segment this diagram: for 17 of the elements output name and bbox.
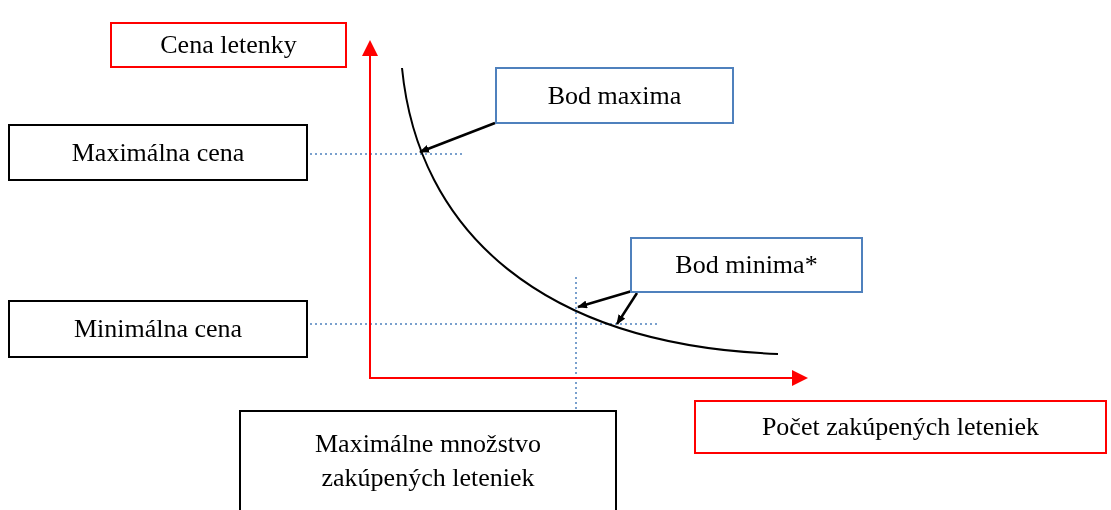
label-box (8, 124, 308, 181)
box-label: Cena letenky (160, 29, 297, 62)
leader-arrow (419, 121, 496, 154)
box-label: Maximálne množstvo zakúpených leteniek (314, 428, 542, 494)
label-box (8, 300, 308, 358)
box-label: Minimálna cena (73, 313, 243, 346)
axis-title-box (694, 400, 1107, 454)
callout-box (630, 237, 863, 293)
leader-arrow (577, 289, 633, 309)
leader-arrow (615, 292, 639, 325)
callout-box (495, 67, 734, 124)
box-label: Bod minima* (675, 249, 818, 282)
box-label: Bod maxima (547, 79, 682, 112)
box-label: Maximálna cena (71, 136, 245, 169)
axis-title-box (110, 22, 347, 68)
box-label: Počet zakúpených leteniek (761, 411, 1040, 444)
label-box (239, 410, 617, 510)
